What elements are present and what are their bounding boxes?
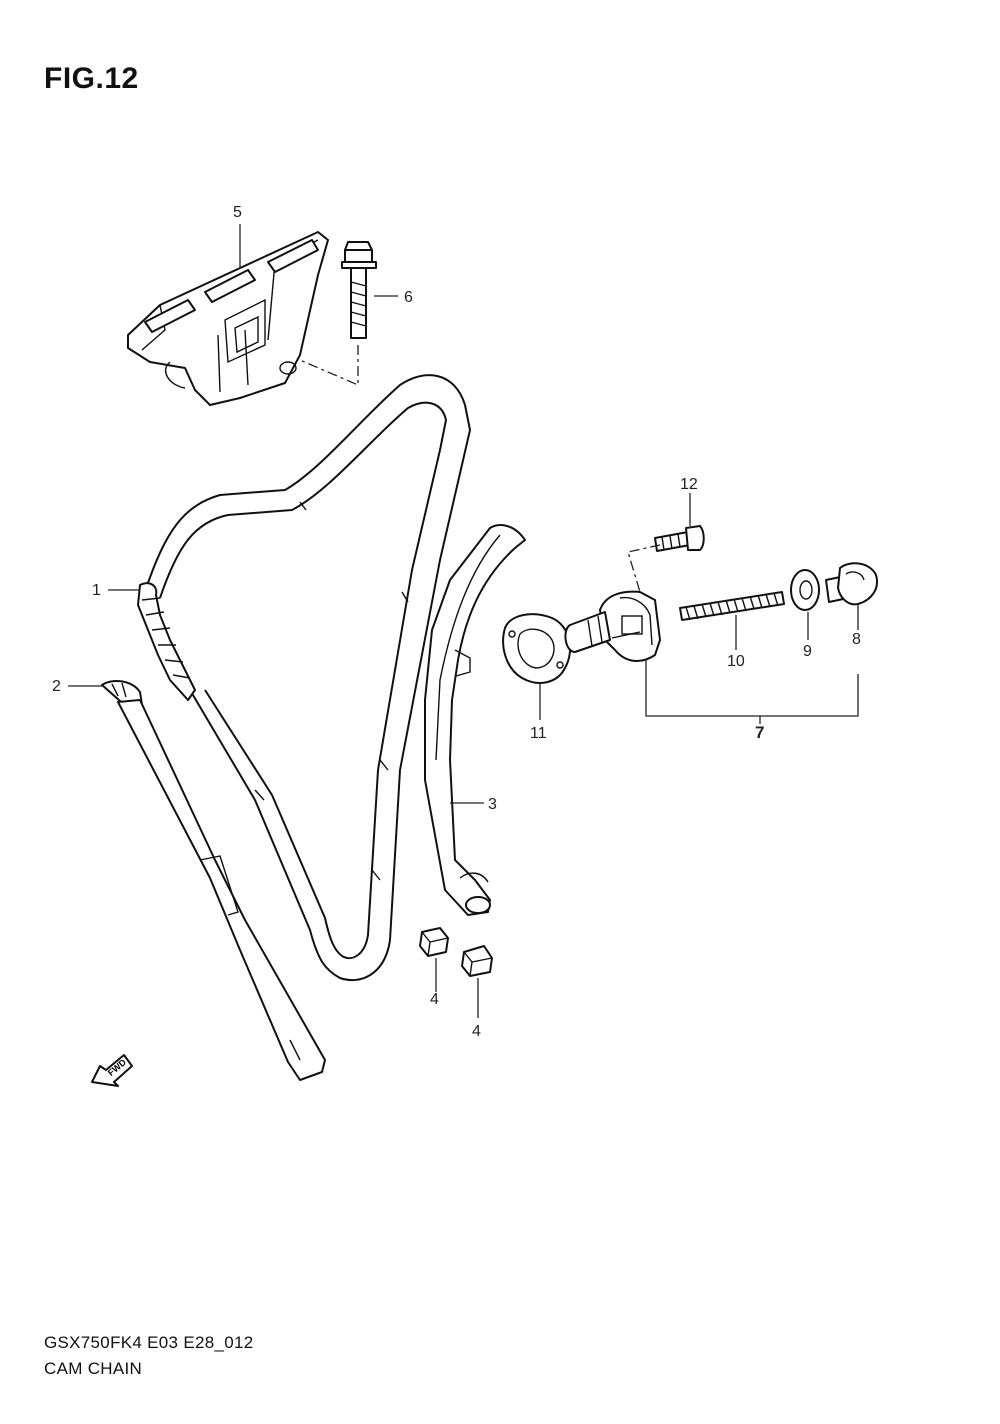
part-3-tensioner-guide [424, 524, 526, 916]
callout-3: 3 [488, 796, 497, 813]
part-2-chain-guide [101, 679, 326, 1081]
callout-8: 8 [852, 631, 861, 648]
part-11-gasket [502, 613, 572, 684]
part-8-cap-bolt [825, 562, 878, 606]
figure-caption: CAM CHAIN [44, 1359, 143, 1378]
callout-4a: 4 [430, 991, 439, 1008]
callout-10: 10 [727, 653, 745, 670]
part-7-tensioner-assembly [564, 590, 661, 662]
callout-1: 1 [92, 582, 101, 599]
callout-4b: 4 [472, 1023, 481, 1040]
part-1-cam-chain [137, 374, 471, 982]
model-code: GSX750FK4 E03 E28_012 [44, 1333, 254, 1352]
part-10-spring [679, 591, 785, 621]
leader-lines [68, 224, 859, 1018]
figure-title: FIG.12 [44, 62, 139, 95]
callout-5: 5 [233, 204, 242, 221]
callout-7: 7 [755, 723, 764, 742]
part-6-bolt [299, 241, 377, 386]
part-4-damper-a [419, 927, 449, 957]
part-4-damper-b [461, 945, 493, 977]
callout-12: 12 [680, 476, 698, 493]
part-9-washer [790, 569, 820, 611]
callout-9: 9 [803, 643, 812, 660]
part-12-bolt [627, 525, 705, 593]
callout-labels: 5 6 1 2 3 4 4 12 11 10 9 8 7 [52, 204, 861, 1040]
part-5-upper-chain-guide [127, 231, 329, 406]
callout-2: 2 [52, 678, 61, 695]
fwd-arrow-icon: FWD [91, 1054, 133, 1087]
callout-6: 6 [404, 289, 413, 306]
callout-11: 11 [530, 725, 547, 742]
